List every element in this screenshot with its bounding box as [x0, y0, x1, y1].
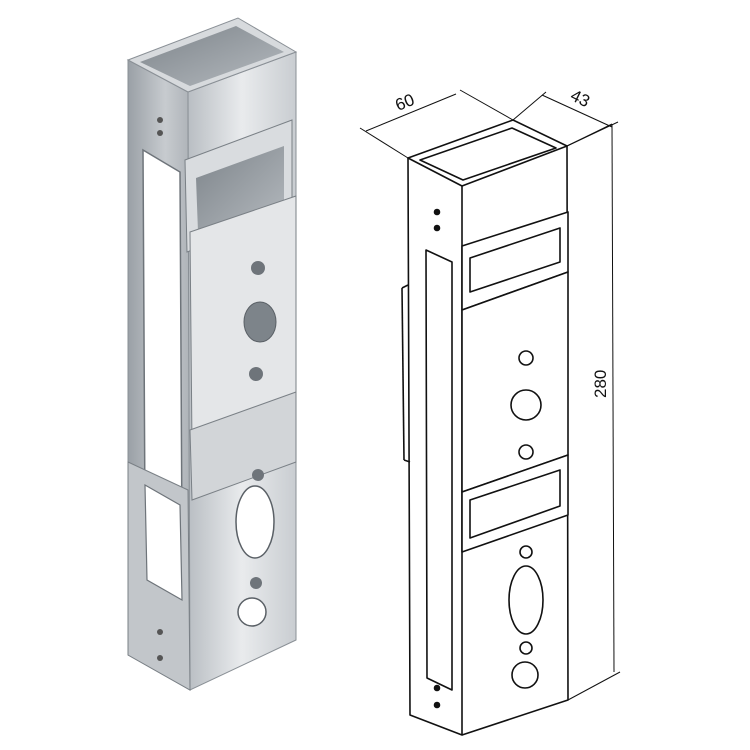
screw-hole	[251, 261, 265, 275]
drawing-lower-window	[469, 469, 561, 539]
cylinder-hole	[243, 301, 277, 343]
small-hole	[157, 629, 163, 635]
drawing-round-hole	[511, 661, 539, 689]
screw-hole	[250, 577, 262, 589]
drawing-screw-hole	[519, 641, 533, 655]
dimension-line-height	[611, 123, 615, 673]
drawing-screw-hole	[519, 545, 533, 559]
round-hole	[237, 597, 267, 627]
small-hole	[157, 130, 163, 136]
technical-drawing	[401, 119, 569, 736]
screw-hole	[249, 367, 263, 381]
drawing-middle-plate	[461, 271, 569, 493]
drawing-side-tab	[401, 287, 405, 461]
lower-side-slot	[144, 483, 183, 602]
drawing-side-tab	[401, 284, 409, 289]
dimension-line-depth	[541, 94, 613, 128]
dimension-lines	[359, 89, 621, 701]
drawing-side-wall	[407, 157, 463, 736]
small-hole	[157, 117, 163, 123]
screw-hole	[252, 469, 264, 481]
drawing-side-slot	[425, 249, 453, 691]
dimension-depth-label: 43	[568, 86, 593, 111]
drawing-small-hole	[433, 224, 441, 232]
drawing-screw-hole	[518, 350, 534, 366]
small-hole	[157, 655, 163, 661]
lower-clip	[189, 391, 297, 501]
drawing-small-hole	[433, 208, 441, 216]
upper-clip-window	[196, 146, 284, 232]
dimension-height-label: 280	[591, 370, 610, 398]
metal-strike-box-render	[126, 17, 298, 691]
drawing-lower-clip	[461, 454, 569, 553]
oval-latch-hole	[235, 485, 275, 559]
dimension-line-width	[365, 93, 457, 132]
drawing-oval-hole	[508, 565, 544, 635]
drawing-cylinder-hole	[510, 389, 542, 421]
drawing-side-tab	[403, 459, 411, 463]
drawing-small-hole	[433, 684, 441, 692]
drawing-small-hole	[433, 701, 441, 709]
drawing-screw-hole	[518, 444, 534, 460]
drawing-upper-window	[469, 227, 561, 293]
drawing-top-inner	[419, 127, 557, 181]
top-opening-inner	[140, 26, 284, 86]
